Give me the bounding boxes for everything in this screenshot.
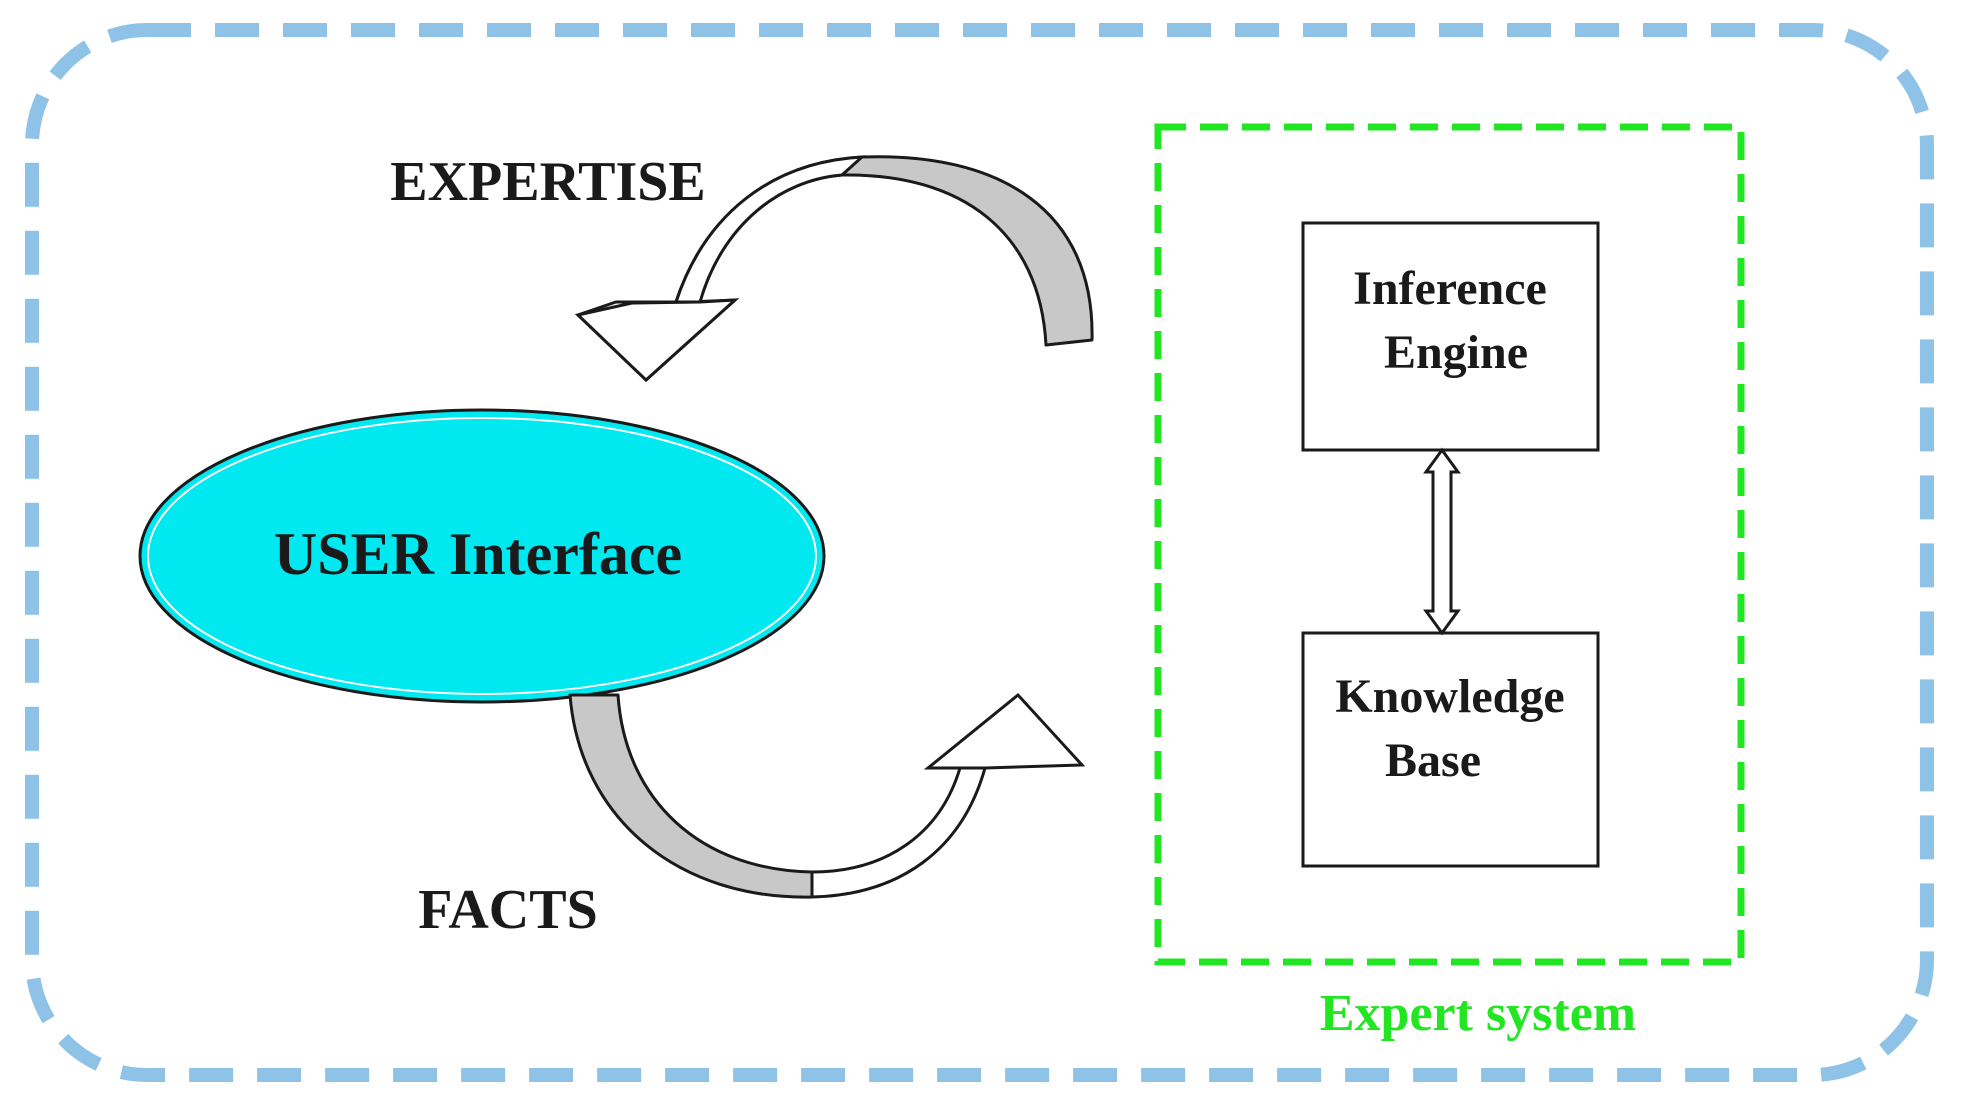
expertise-arrow-head-outline: [574, 298, 740, 383]
facts-arrow-shaft: [810, 766, 987, 899]
facts-arrow-band: [568, 693, 814, 899]
expert-system-label: Expert system: [1320, 985, 1636, 1042]
facts-label: FACTS: [418, 879, 597, 941]
expertise-label: EXPERTISE: [390, 151, 705, 213]
user-interface-ellipse: [138, 408, 826, 704]
expert-system-boundary: [1154, 123, 1745, 966]
inference-engine-label-line1: Inference: [1353, 262, 1547, 315]
knowledge-base-label-line2: Base: [1385, 734, 1481, 787]
bidirectional-arrow-icon: [1423, 447, 1461, 636]
facts-arrow-head-icon: [923, 692, 1086, 770]
user-interface-ellipse-highlight: [147, 417, 817, 695]
inference-engine-box: [1301, 221, 1600, 452]
knowledge-base-label-line1: Knowledge: [1335, 670, 1564, 723]
knowledge-base-box: [1301, 631, 1600, 868]
expertise-arrow-shaft: [673, 155, 867, 304]
user-interface-label: USER Interface: [274, 521, 682, 587]
outer-boundary: [25, 23, 1934, 1082]
inference-engine-label-line2: Engine: [1384, 326, 1528, 379]
expertise-arrow-band: [674, 155, 1094, 347]
